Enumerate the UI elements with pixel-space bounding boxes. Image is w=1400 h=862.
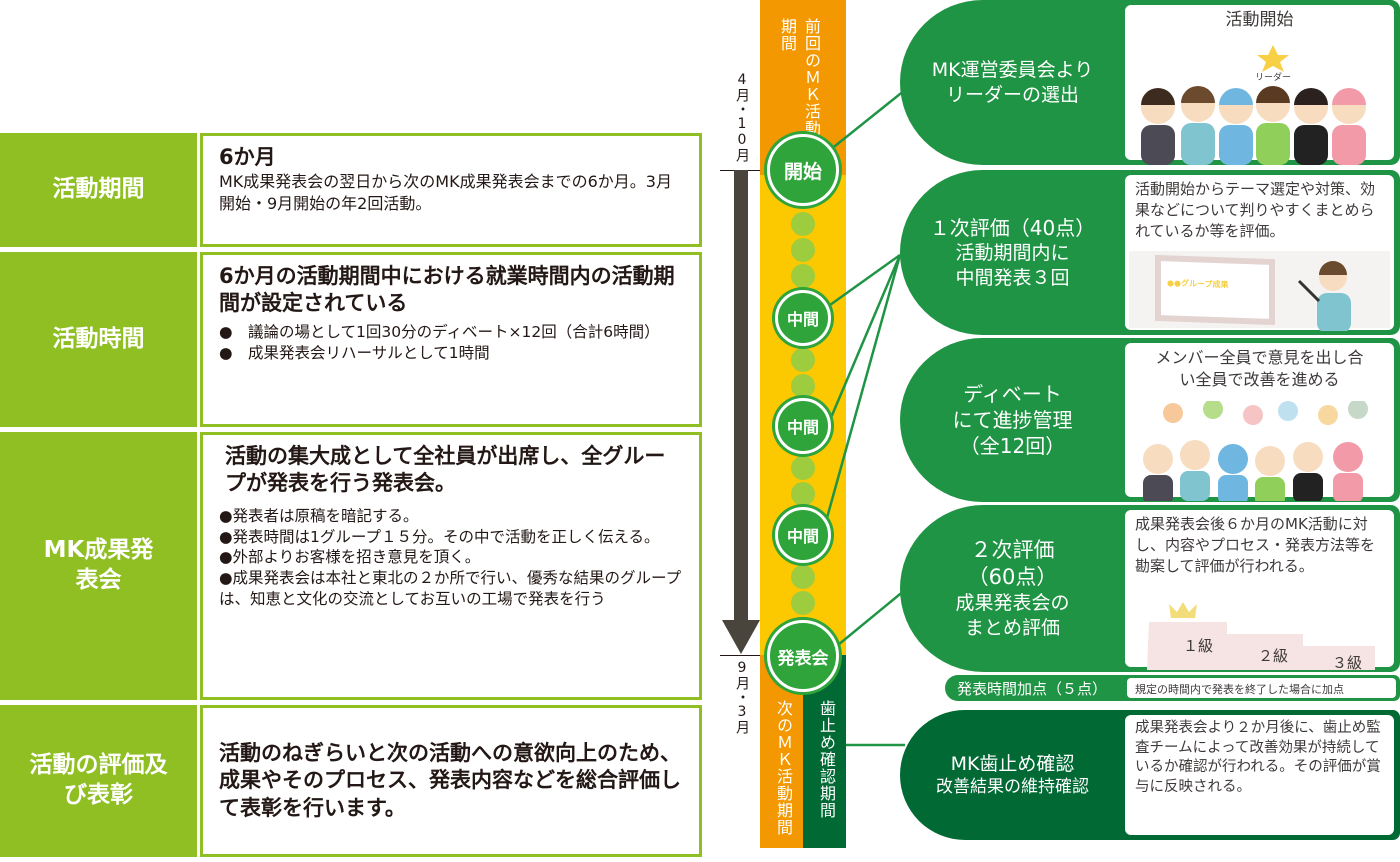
step-title: ２次評価 xyxy=(970,537,1055,562)
step-second-evaluation: ２次評価（60点） 成果発表会のまとめ評価 成果発表会後６か月のMK活動に対し、内… xyxy=(900,505,1400,672)
box-text: 活動開始からテーマ選定や対策、効果などについて判りやすくまとめられているか等を評… xyxy=(1135,180,1376,240)
row-label-evaluation: 活動の評価及び表彰 xyxy=(0,705,197,857)
progress-dot xyxy=(791,238,815,262)
next-period-label: 次のＭＫ活動期間 xyxy=(774,700,793,836)
presentation-bullet: ●外部よりお客様を招き意見を頂く。 xyxy=(219,548,481,567)
progress-dot xyxy=(791,374,815,398)
crown-icon xyxy=(1169,602,1197,618)
time-bullet: ● 成果発表会リハーサルとして1時間 xyxy=(219,343,490,362)
progress-dot xyxy=(791,456,815,480)
step-title: ディベート xyxy=(963,382,1062,406)
time-bullet: ● 議論の場として1回30分のディベート×12回（合計6時間） xyxy=(219,322,660,341)
node-midterm: 中間 xyxy=(775,398,831,454)
bonus-label: 発表時間加点（５点） xyxy=(957,680,1108,698)
step-title: （60点） xyxy=(967,564,1058,589)
leader-tag: リーダー xyxy=(1253,73,1294,84)
presentation-bullet: ●発表時間は1グループ１５分。その中で活動を正しく伝える。 xyxy=(219,527,660,546)
step-title: MK運営委員会より xyxy=(931,58,1094,81)
end-tick xyxy=(720,655,762,656)
box-text: 成果発表会後６か月のMK活動に対し、内容やプロセス・発表方法等を勘案して評価が行… xyxy=(1135,515,1376,575)
team-illustration-icon xyxy=(1141,45,1366,165)
step-retention-check: MK歯止め確認改善結果の維持確認 成果発表会より２か月後に、歯止め監査チームによ… xyxy=(900,710,1400,840)
team-discussion-icon xyxy=(1143,401,1368,501)
presentation-bullet: ●成果発表会は本社と東北の２か所で行い、優秀な結果のグループは、知恵と文化の交流… xyxy=(219,569,682,609)
row-content-presentation: 活動の集大成として全社員が出席し、全グループが発表を行う発表会。 ●発表者は原稿… xyxy=(200,432,702,700)
start-month: 4月・10月 xyxy=(734,72,750,162)
step-title: 改善結果の維持確認 xyxy=(936,777,1089,798)
step-first-evaluation: １次評価（40点）活動期間内に中間発表３回 活動開始からテーマ選定や対策、効果な… xyxy=(900,170,1400,335)
step-title: （全12回） xyxy=(959,434,1066,458)
time-heading: 6か月の活動期間中における就業時間内の活動期間が設定されている xyxy=(219,264,675,316)
podium-icon xyxy=(1147,622,1375,670)
prev-period-label: 前回のＭＫ活動期間 xyxy=(778,18,821,137)
row-content-time: 6か月の活動期間中における就業時間内の活動期間が設定されている ● 議論の場とし… xyxy=(200,252,702,427)
row-label-presentation: MK成果発表会 xyxy=(0,432,197,700)
step-title: 中間発表３回 xyxy=(955,266,1070,289)
timeline-arrow-icon xyxy=(722,170,760,654)
box-text: 成果発表会より２か月後に、歯止め監査チームによって改善効果が持続しているか確認が… xyxy=(1135,720,1381,795)
row-label-period: 活動期間 xyxy=(0,133,197,247)
step-title: MK歯止め確認 xyxy=(950,752,1075,775)
presentation-heading: 活動の集大成として全社員が出席し、全グループが発表を行う発表会。 xyxy=(225,444,666,496)
step-title: １次評価（40点） xyxy=(929,215,1096,240)
progress-dot xyxy=(791,591,815,615)
evaluation-heading: 活動のねぎらいと次の活動への意欲向上のため、成果やそのプロセス、発表内容などを総… xyxy=(219,741,681,820)
step-title: 成果発表会の xyxy=(955,592,1070,615)
progress-dot xyxy=(791,348,815,372)
presentation-illustration: ●●グループ成果 xyxy=(1129,251,1390,331)
progress-dot xyxy=(791,212,815,236)
row-content-evaluation: 活動のねぎらいと次の活動への意欲向上のため、成果やそのプロセス、発表内容などを総… xyxy=(200,705,702,857)
bonus-points-bar: 発表時間加点（５点） 規定の時間内で発表を終了した場合に加点 xyxy=(945,675,1400,701)
period-text: MK成果発表会の翌日から次のMK成果発表会までの6か月。3月開始・9月開始の年2… xyxy=(219,172,672,213)
step-title: 活動期間内に xyxy=(955,241,1070,264)
step-debate: ディベートにて進捗管理（全12回） メンバー全員で意見を出し合い全員で改善を進め… xyxy=(900,338,1400,502)
rank-2: ２級 xyxy=(1258,647,1289,665)
node-start: 開始 xyxy=(767,134,839,206)
progress-dot xyxy=(791,264,815,288)
rank-3: ３級 xyxy=(1332,654,1363,672)
rank-1: １級 xyxy=(1183,637,1214,655)
step-leader-selection: MK運営委員会よりリーダーの選出 活動開始 リーダー xyxy=(900,0,1400,165)
node-midterm: 中間 xyxy=(775,290,831,346)
box-title: 活動開始 xyxy=(1225,10,1294,30)
end-month: 9月・3月 xyxy=(734,660,750,734)
progress-dot xyxy=(791,565,815,589)
node-presentation: 発表会 xyxy=(767,620,839,692)
bonus-text: 規定の時間内で発表を終了した場合に加点 xyxy=(1127,678,1396,698)
period-heading: 6か月 xyxy=(219,145,276,169)
slide-text: ●●グループ成果 xyxy=(1161,261,1269,319)
node-midterm: 中間 xyxy=(775,507,831,563)
step-title: にて進捗管理 xyxy=(952,408,1073,432)
presentation-bullet: ●発表者は原稿を暗記する。 xyxy=(219,506,419,525)
step-title: リーダーの選出 xyxy=(945,83,1079,106)
progress-dot xyxy=(791,482,815,506)
presenter-icon xyxy=(1297,261,1351,331)
step-title: まとめ評価 xyxy=(964,616,1060,639)
row-label-time: 活動時間 xyxy=(0,252,197,427)
check-period-label: 歯止め確認期間 xyxy=(817,700,836,819)
row-content-period: 6か月 MK成果発表会の翌日から次のMK成果発表会までの6か月。3月開始・9月開… xyxy=(200,133,702,247)
box-text: メンバー全員で意見を出し合い全員で改善を進める xyxy=(1155,348,1364,390)
